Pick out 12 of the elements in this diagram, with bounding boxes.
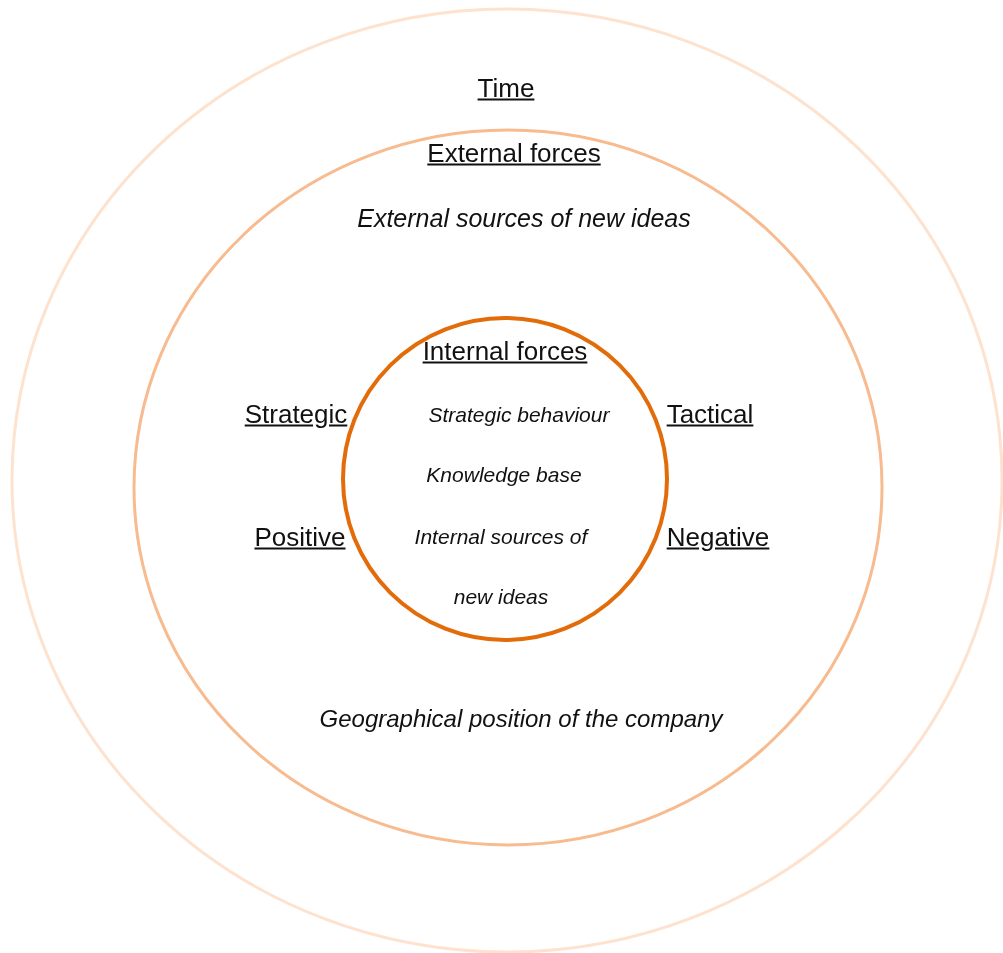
ring-text: Knowledge base (426, 463, 582, 487)
force-label: Positive (254, 521, 346, 553)
ring-text: Geographical position of the company (319, 705, 723, 733)
ring-heading: Internal forces (422, 335, 588, 367)
ring-heading: External forces (427, 137, 601, 169)
ring-heading: Time (477, 72, 535, 104)
ring-text: Internal sources of new ideas (413, 524, 589, 610)
force-label: Tactical (666, 398, 754, 430)
ring-text: Strategic behaviour (428, 403, 610, 427)
force-label: Negative (666, 521, 770, 553)
force-label: Strategic (244, 398, 348, 430)
ring-text: External sources of new ideas (357, 203, 691, 233)
